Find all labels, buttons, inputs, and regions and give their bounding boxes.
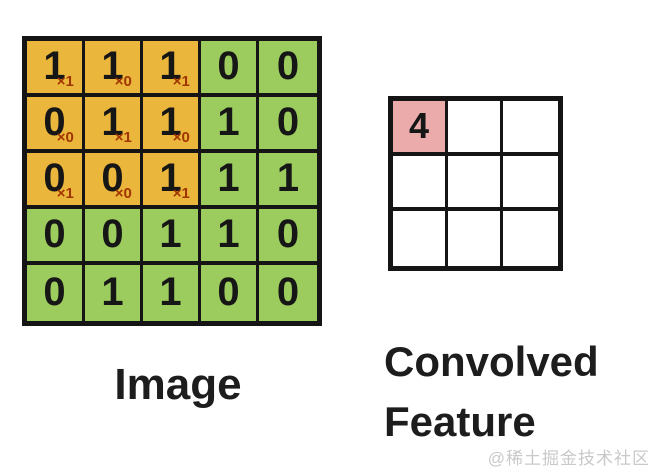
image-grid-cell: 0 — [259, 265, 317, 321]
cell-value: 0 — [43, 270, 66, 314]
cell-value: 1 — [159, 270, 182, 314]
convolved-grid-cell — [503, 156, 558, 211]
kernel-weight-label: ×0 — [114, 185, 132, 202]
cell-value: 1 — [217, 212, 240, 256]
watermark: @稀土掘金技术社区 — [487, 449, 650, 468]
kernel-weight-label: ×0 — [114, 73, 132, 90]
cell-value: 0 — [101, 212, 124, 256]
image-grid-cell: 1×1 — [143, 153, 201, 209]
cell-value: 0 — [276, 100, 300, 144]
image-grid-cell: 0×0 — [27, 97, 85, 153]
image-grid-label: Image — [114, 360, 242, 409]
image-grid-cell: 0 — [27, 265, 85, 321]
image-grid-cell: 1×0 — [85, 41, 143, 97]
cell-value: 0 — [43, 156, 66, 200]
cell-value: 1 — [101, 100, 124, 144]
image-grid-cell: 1 — [201, 97, 259, 153]
convolved-grid-cell — [503, 101, 558, 156]
cell-value: 0 — [217, 44, 240, 88]
cell-value: 0 — [101, 156, 124, 200]
kernel-weight-label: ×1 — [56, 73, 74, 90]
cell-value: 1 — [159, 212, 182, 256]
image-grid-cell: 1×1 — [143, 41, 201, 97]
image-grid-cell: 1 — [143, 265, 201, 321]
convolved-feature-label: Convolved Feature — [384, 338, 599, 445]
cell-value: 0 — [276, 212, 300, 256]
image-grid-cell: 1 — [85, 265, 143, 321]
image-grid-cell: 0 — [27, 209, 85, 265]
image-grid-cell: 0 — [85, 209, 143, 265]
convolved-grid-cell — [393, 211, 448, 266]
image-grid-cell: 1 — [201, 153, 259, 209]
cell-value: 0 — [276, 270, 300, 314]
image-grid-cell: 1 — [201, 209, 259, 265]
cell-value: 1 — [276, 156, 300, 200]
cell-value: 4 — [408, 104, 430, 146]
kernel-weight-label: ×1 — [56, 185, 74, 202]
convolved-grid-cell — [448, 211, 503, 266]
image-grid-cell: 1×1 — [85, 97, 143, 153]
kernel-weight-label: ×0 — [56, 129, 74, 146]
cell-value: 0 — [43, 212, 66, 256]
cell-value: 1 — [101, 44, 124, 88]
cell-value: 1 — [101, 270, 124, 314]
convolved-grid-cell — [503, 211, 558, 266]
cell-value: 1 — [43, 44, 66, 88]
image-grid-cell: 1×0 — [143, 97, 201, 153]
image-grid-cell: 0 — [201, 41, 259, 97]
cell-value: 1 — [159, 44, 182, 88]
image-grid-cell: 0 — [201, 265, 259, 321]
image-grid-cell: 0 — [259, 97, 317, 153]
image-grid-cell: 0 — [259, 41, 317, 97]
kernel-weight-label: ×0 — [172, 129, 190, 146]
cell-value: 1 — [159, 156, 182, 200]
cell-value: 1 — [217, 156, 240, 200]
cell-value: 0 — [217, 270, 240, 314]
image-grid-cell: 0×0 — [85, 153, 143, 209]
cell-value: 1 — [217, 100, 240, 144]
image-grid-cell: 1×1 — [27, 41, 85, 97]
convolved-grid-cell — [393, 156, 448, 211]
convolved-grid-cell — [448, 156, 503, 211]
cell-value: 1 — [159, 100, 182, 144]
kernel-weight-label: ×1 — [172, 73, 190, 90]
kernel-weight-label: ×1 — [114, 129, 132, 146]
cell-value: 0 — [43, 100, 66, 144]
convolved-grid-cell — [448, 101, 503, 156]
image-grid-cell: 1 — [143, 209, 201, 265]
image-grid-cell: 0×1 — [27, 153, 85, 209]
image-grid-cell: 1 — [259, 153, 317, 209]
convolved-grid-cell: 4 — [393, 101, 448, 156]
image-grid-cell: 0 — [259, 209, 317, 265]
convolved-feature-grid: 4 — [388, 96, 563, 271]
cell-value: 0 — [276, 44, 300, 88]
kernel-weight-label: ×1 — [172, 185, 190, 202]
